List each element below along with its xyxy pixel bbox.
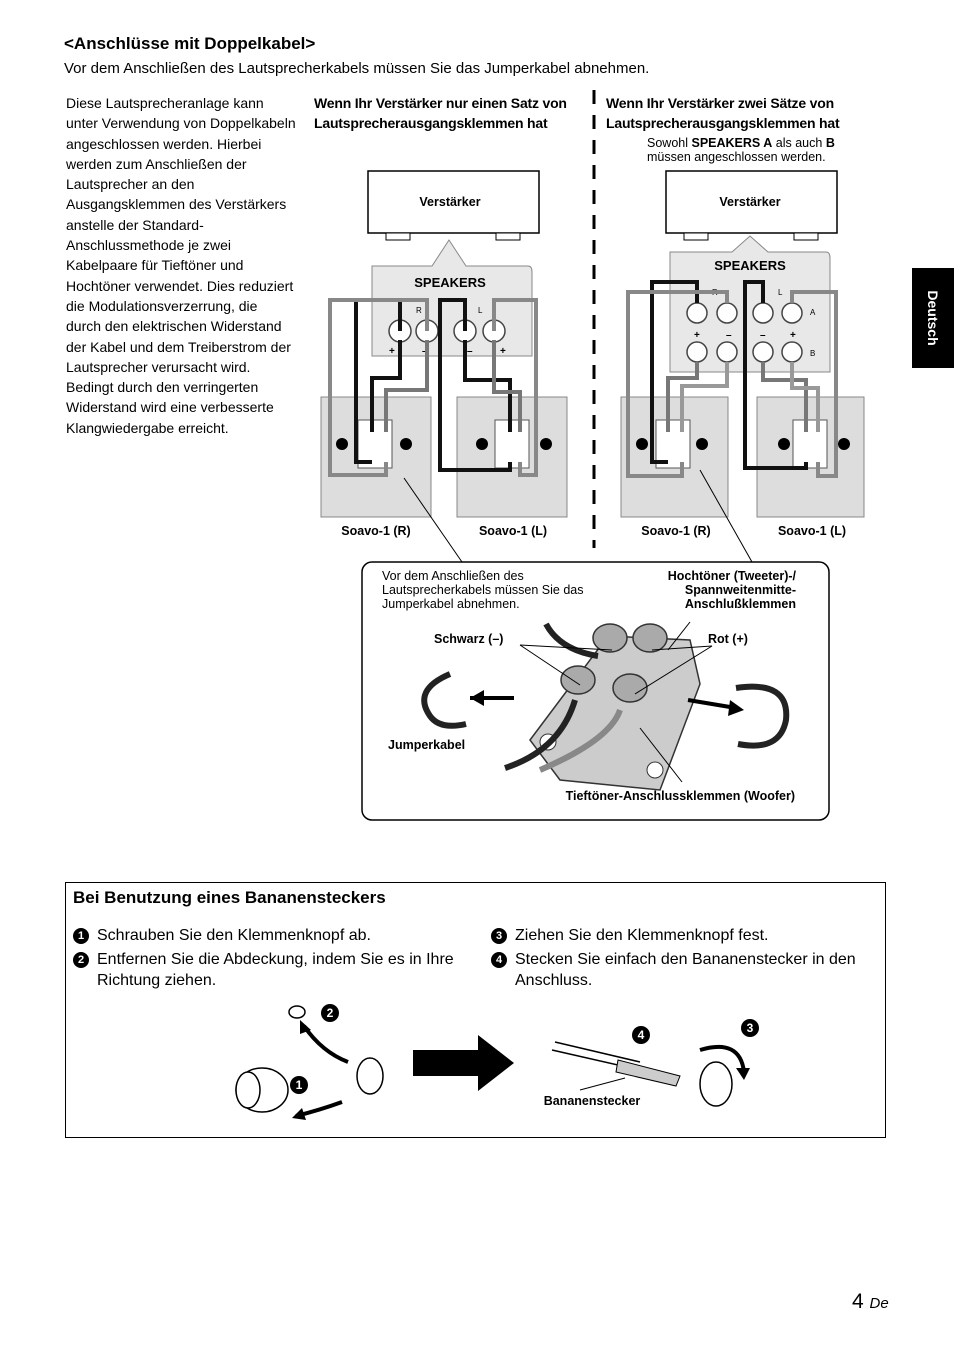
svg-text:1: 1 [296, 1078, 303, 1092]
tweeter-label-2: Spannweitenmitte- [685, 583, 796, 597]
svg-text:4: 4 [638, 1028, 645, 1042]
svg-text:–: – [467, 346, 473, 357]
section-heading: <Anschlüsse mit Doppelkabel> [64, 34, 316, 53]
terminal-post [356, 1057, 384, 1095]
amp-label-left: Verstärker [419, 195, 480, 209]
page-number: 4 De [852, 1290, 889, 1313]
amplifier-left [367, 170, 540, 234]
cap-icon [288, 1005, 306, 1019]
terminal-panel-right [669, 235, 831, 373]
label-soavo-r-left: Soavo-1 (R) [341, 524, 410, 538]
woofer-label: Tieftöner-Anschlussklemmen (Woofer) [566, 789, 795, 803]
language-tab[interactable]: Deutsch [912, 268, 954, 368]
svg-text:+: + [389, 346, 395, 357]
col2-heading: Wenn Ihr Verstärker zwei Sätze von Lauts… [606, 95, 840, 131]
speakers-label-right: SPEAKERS [714, 258, 786, 273]
svg-text:A: A [810, 308, 816, 317]
svg-text:L: L [478, 306, 483, 315]
svg-text:R: R [416, 306, 422, 315]
red-label: Rot (+) [708, 632, 748, 646]
banana-plug-box [65, 882, 886, 1138]
svg-text:–: – [726, 330, 732, 341]
svg-text:L: L [778, 288, 783, 297]
speakers-label-left: SPEAKERS [414, 275, 486, 290]
banana-plug [615, 1059, 681, 1087]
banana-title: Bei Benutzung eines Bananensteckers [73, 888, 386, 907]
amp-label-right: Verstärker [719, 195, 780, 209]
col2-note: Sowohl SPEAKERS A als auch B müssen ange… [647, 136, 835, 164]
svg-text:+: + [694, 330, 700, 341]
label-soavo-l-left: Soavo-1 (L) [479, 524, 547, 538]
svg-text:B: B [810, 349, 815, 358]
label-soavo-r-right: Soavo-1 (R) [641, 524, 710, 538]
svg-text:+: + [790, 330, 796, 341]
detail-note-2: Lautsprecherkabels müssen Sie das [382, 583, 584, 597]
intro-text: Vor dem Anschließen des Lautsprecherkabe… [64, 60, 650, 77]
tweeter-label-1: Hochtöner (Tweeter)-/ [668, 569, 797, 583]
banana-plug-label: Bananenstecker [544, 1094, 641, 1108]
svg-text:3: 3 [747, 1021, 754, 1035]
detail-note-1: Vor dem Anschließen des [382, 569, 524, 583]
tightened-knob [699, 1061, 733, 1107]
col1-heading: Wenn Ihr Verstärker nur einen Satz von L… [314, 95, 567, 131]
svg-text:2: 2 [327, 1006, 334, 1020]
arrow-right-icon [413, 1035, 514, 1091]
wiring-diagram: Verstärker SPEAKERS R L + – – + Soavo-1 … [320, 90, 865, 821]
amplifier-right [665, 170, 838, 234]
tweeter-label-3: Anschlußklemmen [685, 597, 796, 611]
banana-illustration: 2 1 4 3 Bananenstecker [235, 1004, 759, 1120]
jumper-label: Jumperkabel [388, 738, 465, 752]
detail-note-3: Jumperkabel abnehmen. [382, 597, 520, 611]
svg-text:–: – [760, 330, 766, 341]
black-label: Schwarz (–) [434, 632, 503, 646]
description-paragraph: Diese Lautsprecheranlage kann unter Verw… [66, 95, 296, 436]
label-soavo-l-right: Soavo-1 (L) [778, 524, 846, 538]
svg-text:+: + [500, 346, 506, 357]
